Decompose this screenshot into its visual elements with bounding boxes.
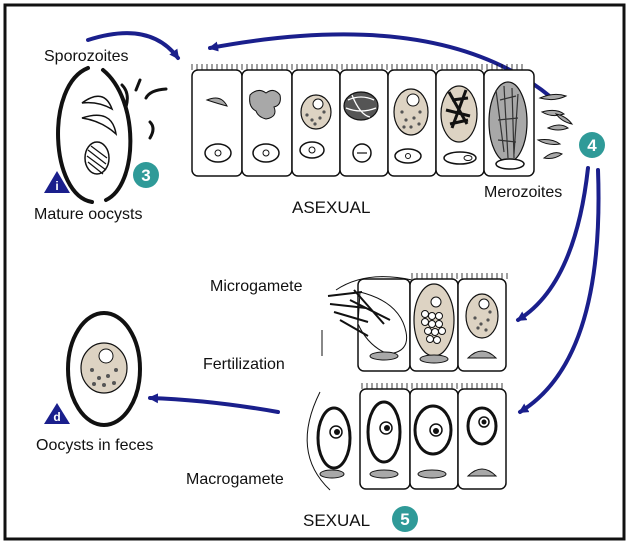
label-merozoites: Merozoites [484, 184, 562, 201]
infective-stage-letter: i [55, 179, 58, 193]
step-3-badge: 3 [133, 162, 159, 188]
label-oocysts-in-feces: Oocysts in feces [36, 437, 153, 454]
step-4-badge: 4 [579, 132, 605, 158]
oocyst-in-feces [68, 313, 140, 425]
asexual-epithelium [192, 64, 534, 176]
diagnostic-stage-letter: d [53, 410, 60, 424]
step-5-number: 5 [400, 510, 409, 529]
label-sexual: SEXUAL [303, 511, 370, 530]
step-4-number: 4 [587, 136, 597, 155]
step-3-number: 3 [141, 166, 150, 185]
label-asexual: ASEXUAL [292, 198, 370, 217]
step-5-badge: 5 [392, 506, 418, 532]
label-microgamete: Microgamete [210, 278, 303, 295]
label-macrogamete: Macrogamete [186, 471, 284, 488]
label-fertilization: Fertilization [203, 356, 285, 373]
label-mature-oocysts: Mature oocysts [34, 206, 142, 223]
label-sporozoites: Sporozoites [44, 48, 129, 65]
